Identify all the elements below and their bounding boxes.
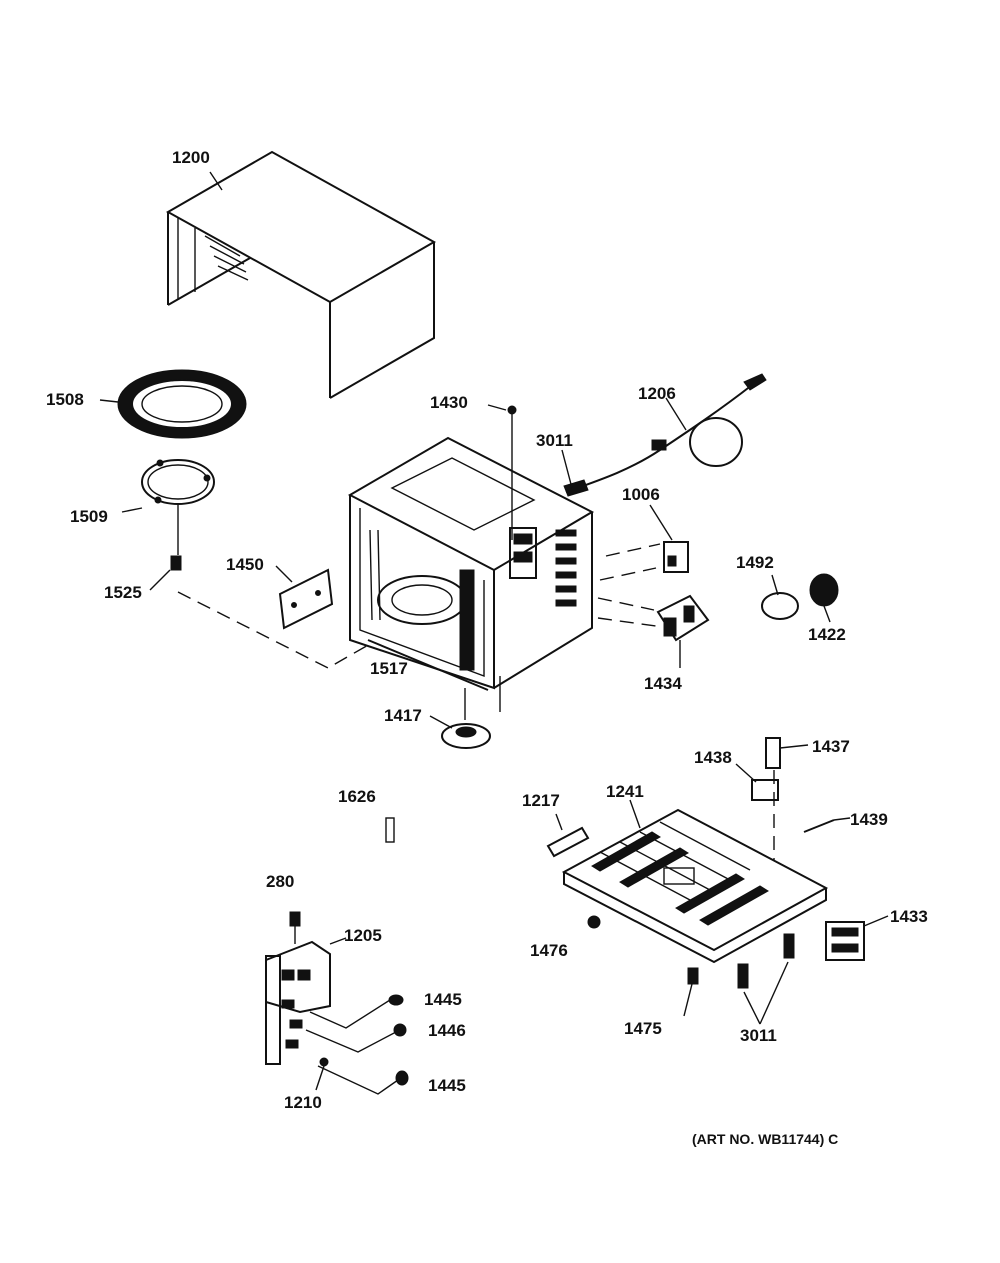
callout-1006: 1006 xyxy=(622,485,660,504)
callout-1210: 1210 xyxy=(284,1093,322,1112)
switch-assembly-part xyxy=(597,594,710,668)
glass-turntable-tray-part xyxy=(117,369,247,439)
coupler-part xyxy=(170,555,182,571)
callout-1422: 1422 xyxy=(808,625,846,644)
callout-280: 280 xyxy=(266,872,294,891)
thermal-cutoff-part xyxy=(761,574,799,620)
callout-1446: 1446 xyxy=(428,1021,466,1040)
callout-1430: 1430 xyxy=(430,393,468,412)
screw-1439-part xyxy=(803,817,851,833)
bracket-plate-part xyxy=(278,568,334,630)
callout-1525: 1525 xyxy=(104,583,142,602)
transformer-part xyxy=(825,915,889,961)
callout-1445-lower: 1445 xyxy=(428,1076,466,1095)
base-plate-part xyxy=(546,799,829,964)
callout-1626: 1626 xyxy=(338,787,376,806)
callout-labels: 1200 1508 1509 1525 1450 1517 1430 3011 … xyxy=(46,148,928,1112)
callout-1437: 1437 xyxy=(812,737,850,756)
callout-1206: 1206 xyxy=(638,384,676,403)
fuse-part xyxy=(385,817,395,843)
callout-1241: 1241 xyxy=(606,782,644,801)
callout-1439: 1439 xyxy=(850,810,888,829)
outer-case-part xyxy=(165,150,437,399)
screws-1445-1446-part xyxy=(388,994,409,1086)
interlock-switch-part xyxy=(599,504,689,581)
callout-1450: 1450 xyxy=(226,555,264,574)
callout-1508: 1508 xyxy=(46,390,84,409)
callout-3011-upper: 3011 xyxy=(536,431,573,450)
callout-1438: 1438 xyxy=(694,748,732,767)
foot-1476-part xyxy=(587,915,601,929)
callout-1217: 1217 xyxy=(522,791,560,810)
latch-assembly-part xyxy=(265,911,399,1095)
callout-1200: 1200 xyxy=(172,148,210,167)
wire-harness-lower-part xyxy=(737,933,795,1025)
callout-1205: 1205 xyxy=(344,926,382,945)
alignment-dashed-line xyxy=(177,591,371,669)
fuse-holder-part xyxy=(809,573,839,623)
power-cord-part xyxy=(563,373,767,497)
callout-1492: 1492 xyxy=(736,553,774,572)
callout-1517: 1517 xyxy=(370,659,408,678)
callout-1475: 1475 xyxy=(624,1019,662,1038)
callout-leaders xyxy=(99,171,573,591)
turntable-motor-part xyxy=(429,715,491,749)
roller-ring-part xyxy=(141,459,215,555)
callout-3011-lower: 3011 xyxy=(740,1026,777,1045)
callout-1509: 1509 xyxy=(70,507,108,526)
art-number-label: (ART NO. WB11744) C xyxy=(692,1131,838,1147)
capacitor-bracket-part xyxy=(735,737,809,860)
callout-1417: 1417 xyxy=(384,706,422,725)
callout-1434: 1434 xyxy=(644,674,682,693)
callout-1445-upper: 1445 xyxy=(424,990,462,1009)
oven-cavity-part xyxy=(347,436,595,720)
foot-1475-part xyxy=(683,967,699,1017)
screw-1430-part xyxy=(487,404,517,540)
callout-1433: 1433 xyxy=(890,907,928,926)
callout-1476: 1476 xyxy=(530,941,568,960)
